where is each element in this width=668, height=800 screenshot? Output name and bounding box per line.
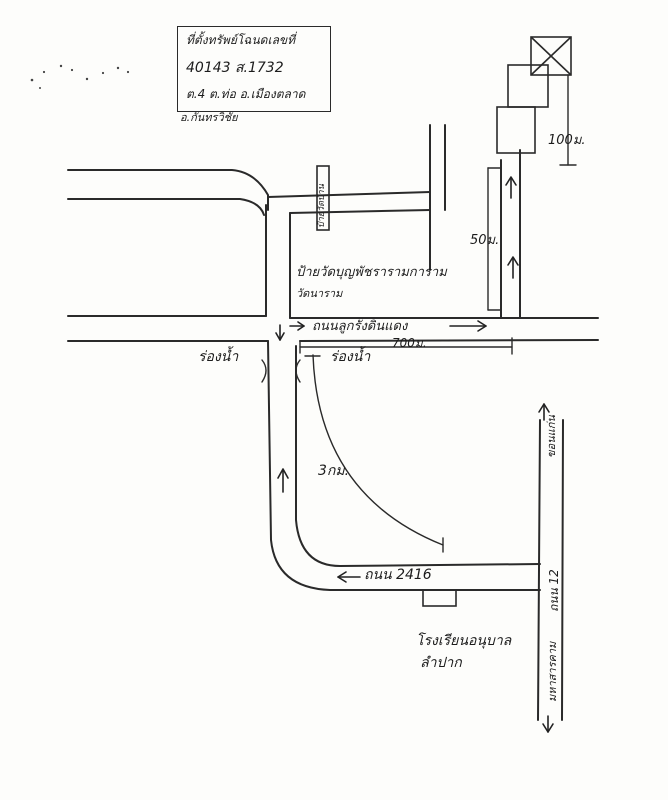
- property-cross-b: [530, 36, 572, 76]
- property-box-top: [530, 36, 572, 76]
- label-bus-stop: ป้ายวัดบุญพัชรารามการาม: [296, 265, 447, 280]
- property-box-mid: [507, 64, 549, 108]
- address-line: ต.4 ต.ท่อ อ.เมืองตลาด: [186, 87, 306, 101]
- arrow-access-up-2: [507, 256, 519, 279]
- arrow-junction-east: [289, 321, 305, 331]
- arrow-access-up-1: [505, 176, 517, 199]
- label-to-khon-kaen: ขอนแก่น: [545, 415, 558, 458]
- location-info-box: ที่ตั้งทรัพย์โฉนดเลขที่ 40143 ส.1732 ต.4…: [177, 26, 331, 112]
- road-upper-left-top: [67, 169, 269, 211]
- school-box: [422, 589, 457, 607]
- label-road-12: ถนน 12: [547, 569, 561, 612]
- arrow-main-road-east: [449, 320, 487, 332]
- district-note: อ.กันทรวิชัย: [180, 111, 238, 124]
- road-upper-branch-top: [267, 191, 431, 198]
- arrow-north-khon-kaen: [538, 403, 550, 421]
- property-box-low: [496, 106, 536, 154]
- road-2416-outer: [267, 340, 541, 591]
- label-temple: วัดนาราม: [296, 287, 343, 300]
- location-heading: ที่ตั้งทรัพย์โฉนดเลขที่: [186, 33, 296, 47]
- label-dist-100: 100ม.: [548, 133, 586, 148]
- road-2416-inner: [295, 345, 541, 567]
- road-upper-branch-bottom: [289, 209, 431, 214]
- deed-number: 40143 ส.1732: [186, 60, 284, 76]
- arrow-junction-down: [275, 324, 285, 341]
- road-12-left: [537, 419, 541, 721]
- label-school-2: ลำปาก: [420, 655, 462, 671]
- waterway-left-mark: [261, 359, 267, 383]
- road-upper-left-bottom: [67, 198, 265, 216]
- label-waterway-left: ร่องน้ำ: [198, 349, 239, 365]
- waterway-right-mark: [295, 359, 301, 383]
- road-12-right: [561, 419, 564, 721]
- road-main-bottom-right: [299, 339, 599, 342]
- label-road-main: ถนนลูกรังดินแดง: [312, 319, 408, 334]
- label-to-mahasarakham: มหาสารคาม: [546, 641, 559, 702]
- label-dist-50: 50ม.: [470, 233, 500, 248]
- label-waterway-right: ร่องน้ำ: [330, 349, 371, 365]
- stray-dots: [30, 64, 130, 89]
- label-sign-vertical: ป้ายวัดบ้าน: [317, 184, 327, 228]
- arrow-south-mahasarakham: [542, 715, 554, 733]
- label-dist-700: 700ม.: [392, 336, 427, 350]
- arrow-road-2416-up: [277, 468, 289, 493]
- label-road-2416: ถนน 2416: [364, 567, 432, 583]
- arrow-road-2416-west: [337, 571, 361, 583]
- label-dist-3km: 3กม.: [318, 463, 350, 479]
- dim-3km-curve: [312, 354, 444, 546]
- sign-post: [316, 165, 330, 231]
- label-school: โรงเรียนอนุบาล: [416, 633, 512, 649]
